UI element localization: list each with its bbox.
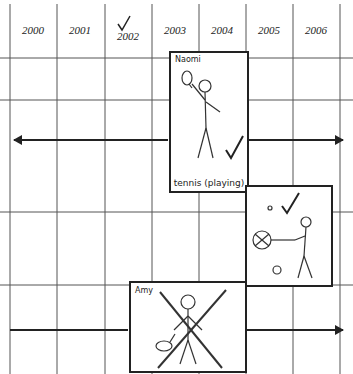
timeline-box: Naomi tennis (playing) xyxy=(170,52,248,192)
year-label: 2002 xyxy=(106,30,150,42)
year-label: 2000 xyxy=(11,24,55,36)
year-label: 2006 xyxy=(294,24,338,36)
year-label: 2004 xyxy=(200,24,244,36)
year-label: 2001 xyxy=(58,24,102,36)
person-name: Amy xyxy=(134,286,154,295)
timeline-box: Amy xyxy=(130,282,246,372)
year-label: 2003 xyxy=(153,24,197,36)
person-name: Naomi xyxy=(174,55,202,64)
activity-label: tennis (playing) xyxy=(173,178,246,188)
year-label: 2005 xyxy=(247,24,291,36)
